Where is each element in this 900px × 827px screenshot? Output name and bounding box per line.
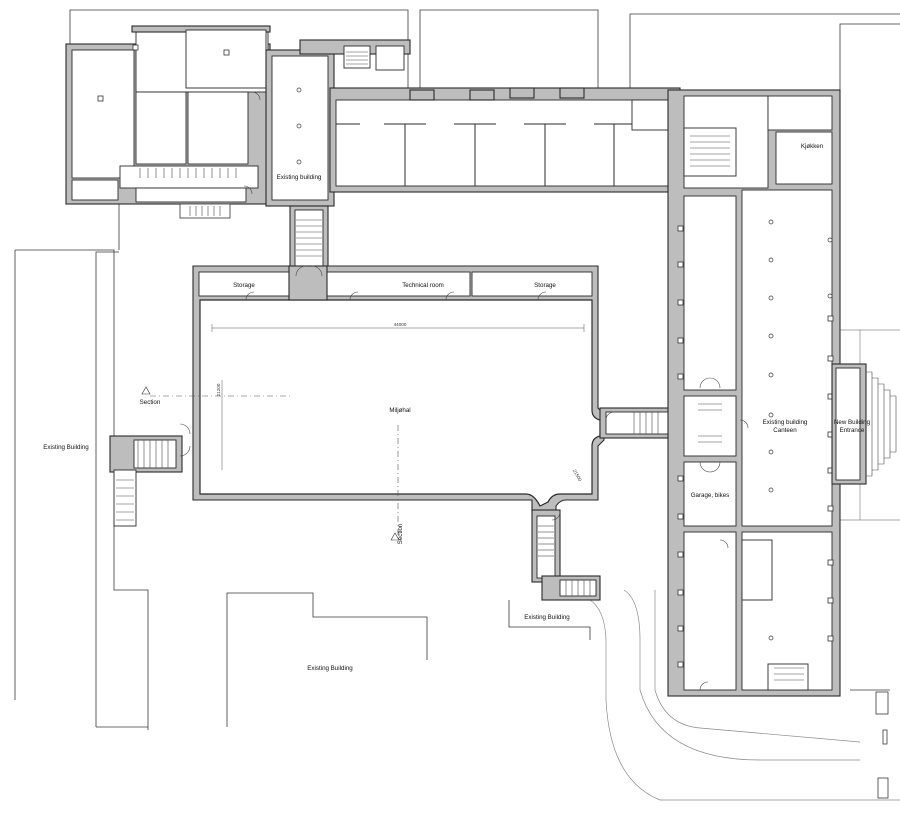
label-existing-building-top: Existing building <box>277 174 322 181</box>
existing-building-northwest <box>65 25 271 219</box>
west-stair-core <box>109 435 183 527</box>
dimension-height: 21200 <box>216 383 221 396</box>
label-existing-building-left: Existing Building <box>43 444 89 451</box>
label-section-horizontal: Section <box>140 399 161 406</box>
section-markers <box>141 386 400 541</box>
label-existing-building-canteen-line1: Existing building <box>763 419 808 426</box>
label-section-vertical: Section <box>397 523 404 544</box>
dimension-width: 44000 <box>394 322 407 327</box>
door-swings <box>179 91 749 691</box>
label-storage-right: Storage <box>534 282 556 289</box>
label-existing-building-bottom: Existing Building <box>307 665 353 672</box>
north-wing <box>329 87 681 193</box>
label-new-building-entrance-line1: New Building <box>834 419 871 426</box>
label-existing-building-small: Existing Building <box>524 614 570 621</box>
dimension-diagonal: 21500 <box>572 468 583 482</box>
east-wing <box>667 89 841 697</box>
label-technical-room: Technical room <box>402 282 444 289</box>
label-hall: Miljøhal <box>389 407 410 414</box>
label-storage-left: Storage <box>233 282 255 289</box>
label-existing-building-canteen-line2: Canteen <box>773 427 797 434</box>
main-hall <box>150 265 605 540</box>
existing-building-block <box>265 39 411 207</box>
new-entrance <box>831 363 897 485</box>
label-kitchen: Kjøkken <box>801 143 824 150</box>
east-connector <box>599 407 681 439</box>
label-garage: Garage, bikes <box>691 492 730 499</box>
label-new-building-entrance-line2: Entrance <box>840 427 865 434</box>
south-connector <box>531 509 601 601</box>
